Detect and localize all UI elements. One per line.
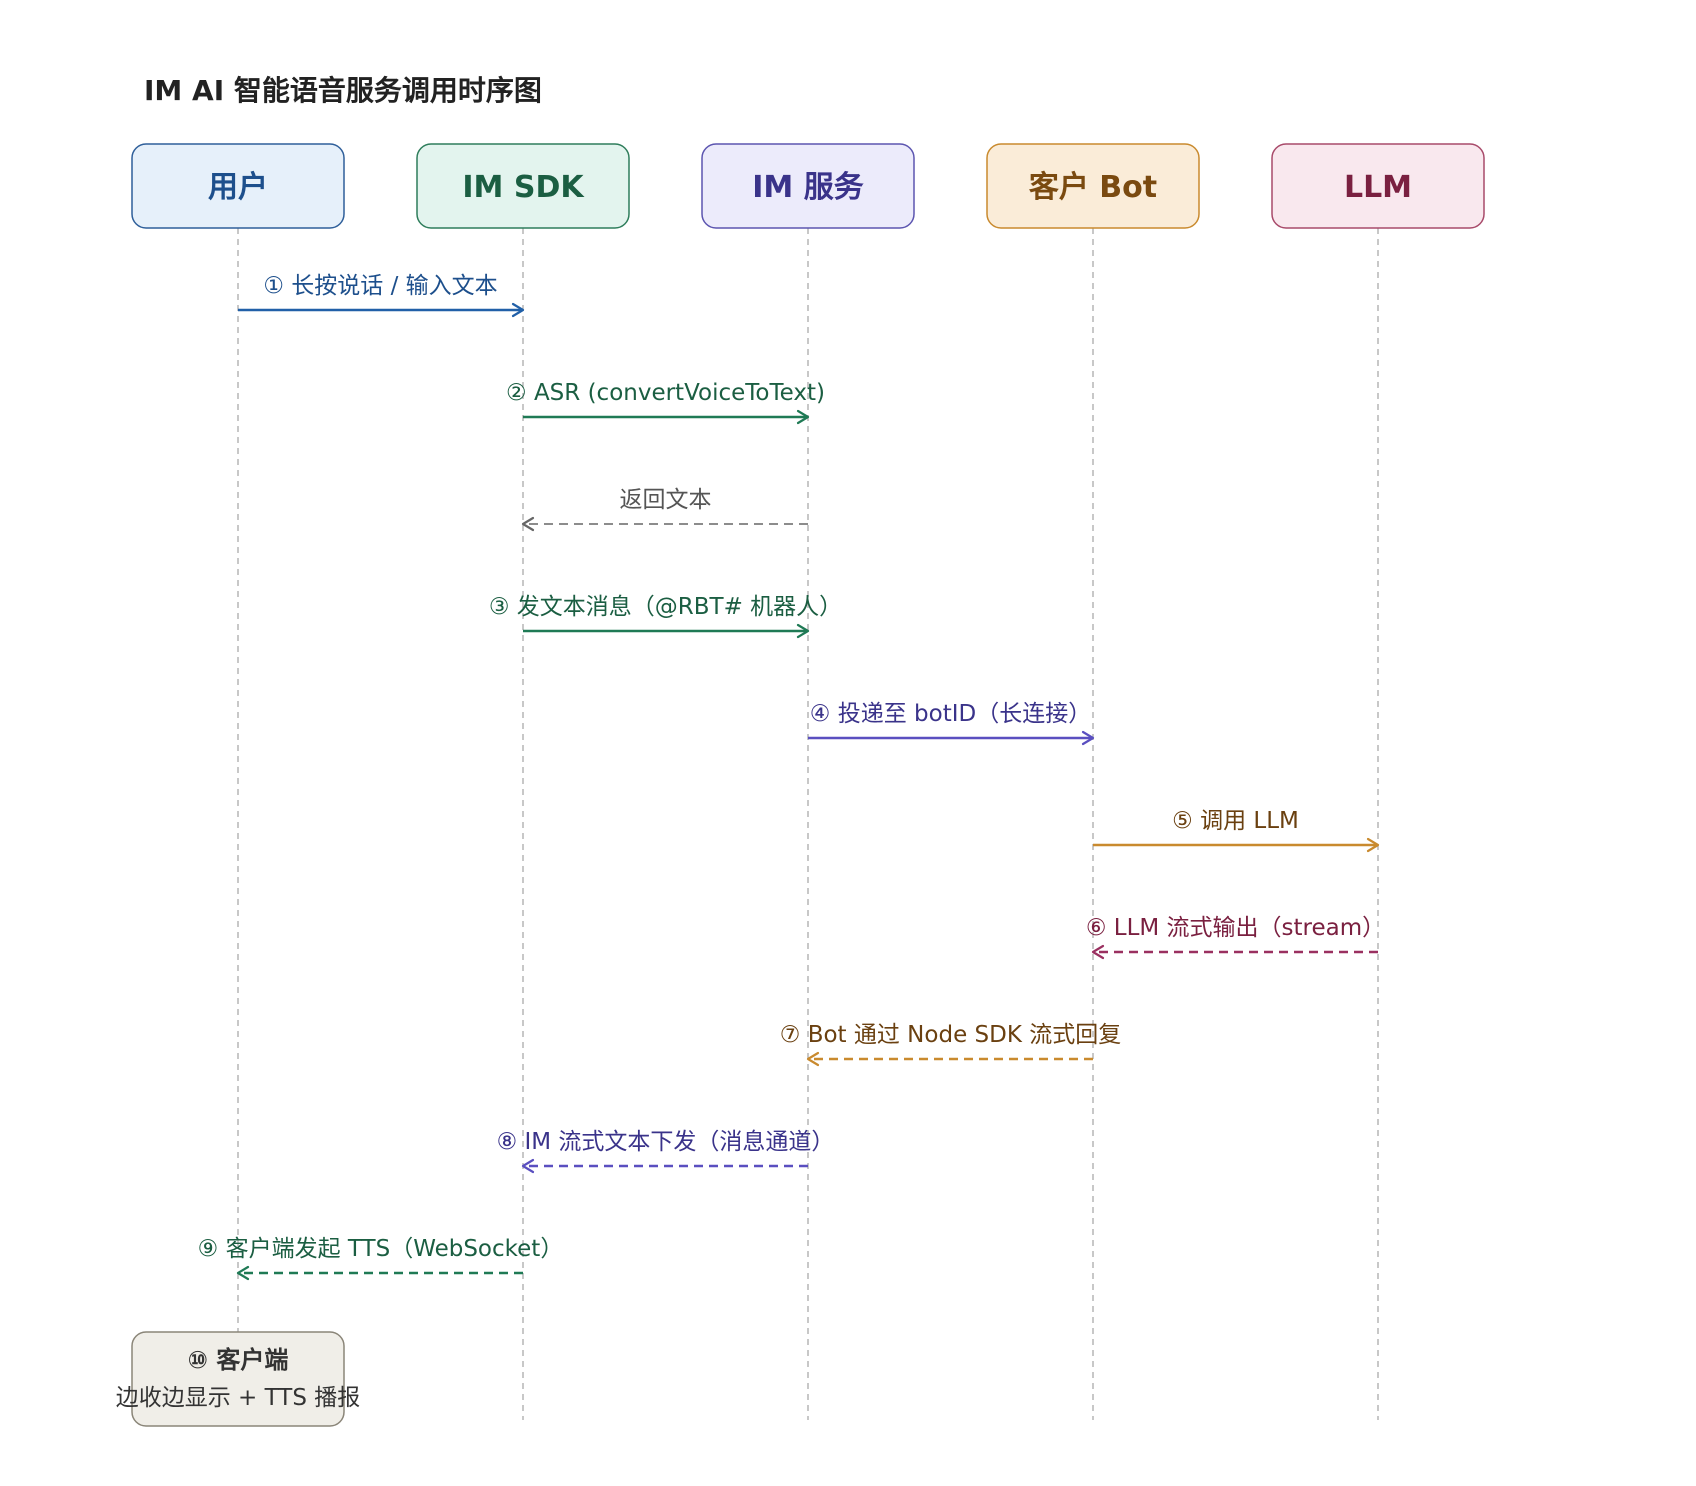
messages: ① 长按说话 / 输入文本 ② ASR (convertVoiceToText) 返… <box>198 273 1385 1281</box>
message-label-10: ⑨ 客户端发起 TTS（WebSocket） <box>198 1236 564 1262</box>
actor-box-0 <box>131 143 345 229</box>
message-label-1: ① 长按说话 / 输入文本 <box>263 273 497 299</box>
actor-box-1 <box>416 143 630 229</box>
note-subtitle: 边收边显示 + TTS 播报 <box>116 1385 361 1411</box>
message-label-6: ⑤ 调用 LLM <box>1172 808 1299 834</box>
actor-label-4: LLM <box>1344 170 1412 205</box>
actors: 用户 IM SDK IM 服务 客户 Bot LLM <box>131 143 1485 229</box>
message-label-2: ② ASR (convertVoiceToText) <box>506 380 825 406</box>
lifelines <box>237 228 1379 1420</box>
actor-3: 客户 Bot <box>986 143 1200 229</box>
message-3: 返回文本 <box>521 487 808 532</box>
actor-box-3 <box>986 143 1200 229</box>
actor-box-4 <box>1271 143 1485 229</box>
diagram-title: IM AI 智能语音服务调用时序图 <box>144 74 542 107</box>
message-label-5: ④ 投递至 botID（长连接） <box>810 701 1091 727</box>
actor-label-1: IM SDK <box>462 170 585 205</box>
note-title: ⑩ 客户端 <box>188 1346 289 1374</box>
message-8: ⑦ Bot 通过 Node SDK 流式回复 <box>780 1022 1121 1067</box>
message-9: ⑧ IM 流式文本下发（消息通道） <box>497 1129 835 1174</box>
actor-2: IM 服务 <box>701 143 915 229</box>
actor-label-3: 客户 Bot <box>1029 170 1157 205</box>
message-label-3: 返回文本 <box>620 487 712 513</box>
actor-box-2 <box>701 143 915 229</box>
message-label-4: ③ 发文本消息（@RBT# 机器人） <box>489 594 842 620</box>
message-label-8: ⑦ Bot 通过 Node SDK 流式回复 <box>780 1022 1121 1048</box>
actor-label-0: 用户 <box>208 170 268 205</box>
message-7: ⑥ LLM 流式输出（stream） <box>1086 915 1385 960</box>
message-5: ④ 投递至 botID（长连接） <box>808 701 1095 746</box>
message-label-9: ⑧ IM 流式文本下发（消息通道） <box>497 1129 835 1155</box>
actor-0: 用户 <box>131 143 345 229</box>
actor-1: IM SDK <box>416 143 630 229</box>
note-box <box>131 1331 345 1427</box>
message-2: ② ASR (convertVoiceToText) <box>506 380 825 425</box>
message-1: ① 长按说话 / 输入文本 <box>238 273 525 318</box>
message-4: ③ 发文本消息（@RBT# 机器人） <box>489 594 842 639</box>
actor-4: LLM <box>1271 143 1485 229</box>
message-label-7: ⑥ LLM 流式输出（stream） <box>1086 915 1385 941</box>
final-note: ⑩ 客户端 边收边显示 + TTS 播报 <box>116 1331 361 1427</box>
message-6: ⑤ 调用 LLM <box>1093 808 1380 853</box>
message-10: ⑨ 客户端发起 TTS（WebSocket） <box>198 1236 564 1281</box>
actor-label-2: IM 服务 <box>752 170 863 205</box>
